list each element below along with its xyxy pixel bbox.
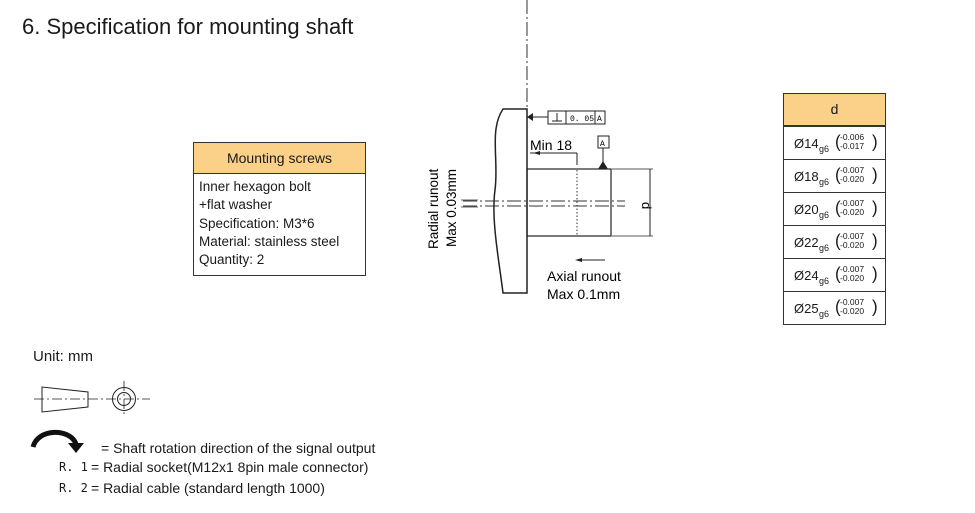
tolerance-lower: -0.020 <box>840 207 865 217</box>
fit-grade: g6 <box>819 243 830 253</box>
screws-line: Material: stainless steel <box>199 233 340 249</box>
tolerance-lower: -0.020 <box>840 273 865 283</box>
axial-runout-max: Max 0.1mm <box>547 286 620 302</box>
radial-runout-label: Radial runout <box>426 168 441 249</box>
diameter-value: Ø25 <box>794 301 819 316</box>
table-row: Ø22 g6 ( -0.007 -0.020 ) <box>784 225 885 258</box>
d-dimension-label: d <box>639 202 654 209</box>
diameter-value: Ø24 <box>794 268 819 283</box>
r1-description: = Radial socket(M12x1 8pin male connecto… <box>91 459 369 475</box>
projection-symbol-icon <box>34 381 150 417</box>
mounting-screws-header: Mounting screws <box>194 143 365 174</box>
screws-line: Inner hexagon bolt <box>199 179 311 194</box>
screws-line: Specification: M3*6 <box>199 215 315 231</box>
tolerance-upper: -0.007 <box>840 231 865 241</box>
flange-body <box>493 108 528 294</box>
page-title: 6. Specification for mounting shaft <box>22 14 354 39</box>
fit-grade: g6 <box>819 177 830 187</box>
r2-code: R. 2 <box>59 481 88 495</box>
tolerance-upper: -0.006 <box>840 132 865 142</box>
leader-arrow <box>527 113 533 121</box>
diameter-table-header: d <box>784 94 885 126</box>
r1-code: R. 1 <box>59 460 88 474</box>
axial-runout-label: Axial runout <box>547 268 621 284</box>
table-row: Ø25 g6 ( -0.007 -0.020 ) <box>784 291 885 324</box>
diameter-table: d Ø14 g6 ( -0.006 -0.017 ) Ø18 g6 ( -0.0… <box>783 93 886 325</box>
tolerance-lower: -0.020 <box>840 306 865 316</box>
rotation-legend-text: = Shaft rotation direction of the signal… <box>101 440 376 456</box>
fit-grade: g6 <box>819 309 830 319</box>
unit-label: Unit: mm <box>33 348 93 365</box>
tolerance-upper: -0.007 <box>840 198 865 208</box>
table-row: Ø18 g6 ( -0.007 -0.020 ) <box>784 159 885 192</box>
diameter-value: Ø18 <box>794 169 819 184</box>
rotation-arrow-icon <box>30 429 84 453</box>
diameter-value: Ø14 <box>794 136 819 151</box>
screws-line: +flat washer <box>199 197 273 213</box>
r2-description: = Radial cable (standard length 1000) <box>91 480 325 496</box>
tolerance-upper: -0.007 <box>840 165 865 175</box>
tolerance-value: 0. 05 <box>570 115 594 124</box>
datum-label: A <box>600 140 605 149</box>
fit-grade: g6 <box>819 276 830 286</box>
mounting-screws-box: Mounting screws Inner hexagon bolt +flat… <box>193 142 366 277</box>
min-length-label: Min 18 <box>530 137 572 153</box>
tolerance-upper: -0.007 <box>840 264 865 274</box>
tolerance-lower: -0.017 <box>840 141 865 151</box>
tolerance-lower: -0.020 <box>840 174 865 184</box>
tolerance-datum: A <box>597 115 602 124</box>
shaft-outline <box>526 168 612 237</box>
tolerance-upper: -0.007 <box>840 297 865 307</box>
table-row: Ø20 g6 ( -0.007 -0.020 ) <box>784 192 885 225</box>
diameter-value: Ø22 <box>794 235 819 250</box>
table-row: Ø14 g6 ( -0.006 -0.017 ) <box>784 126 885 159</box>
table-row: Ø24 g6 ( -0.007 -0.020 ) <box>784 258 885 291</box>
tolerance-frame <box>547 110 606 125</box>
screws-line: Quantity: 2 <box>199 252 265 268</box>
fit-grade: g6 <box>819 144 830 154</box>
datum-triangle <box>598 161 608 169</box>
diameter-value: Ø20 <box>794 202 819 217</box>
radial-runout-max: Max 0.03mm <box>444 169 459 247</box>
fit-grade: g6 <box>819 210 830 220</box>
tolerance-lower: -0.020 <box>840 240 865 250</box>
